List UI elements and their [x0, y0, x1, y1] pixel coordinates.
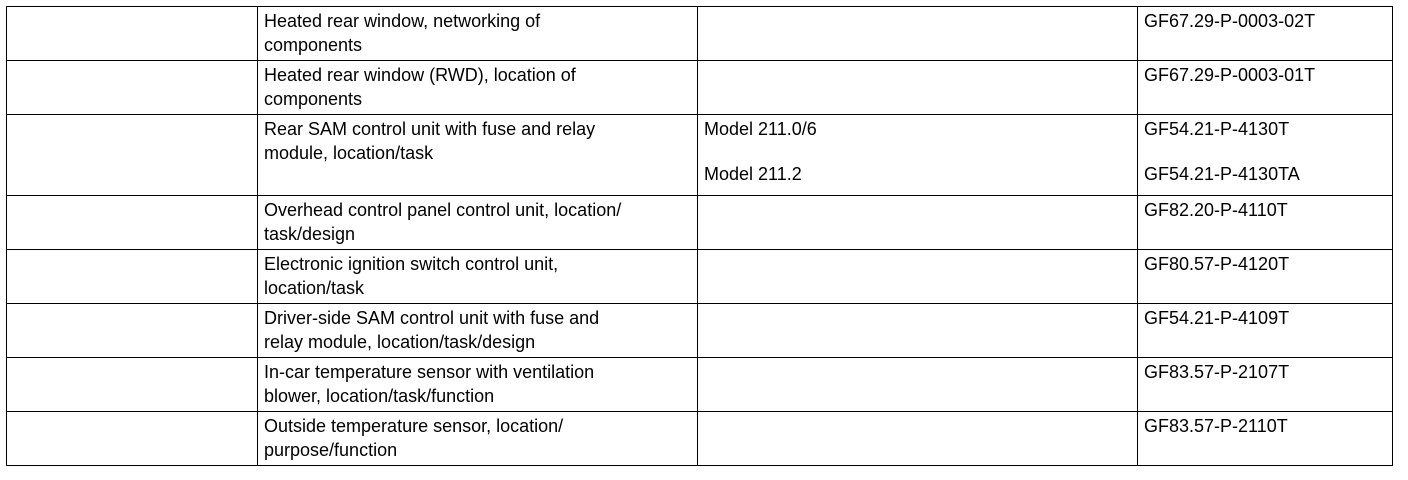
- table-row: Overhead control panel control unit, loc…: [6, 195, 1393, 250]
- table-row: Electronic ignition switch control unit,…: [6, 249, 1393, 304]
- table-row: Outside temperature sensor, location/ pu…: [6, 411, 1393, 466]
- model-cell: [697, 249, 1138, 304]
- reference-cell: GF54.21-P-4130T GF54.21-P-4130TA: [1137, 114, 1393, 196]
- description-line: components: [264, 89, 363, 109]
- description-cell: Heated rear window, networking of compon…: [257, 6, 698, 61]
- reference-code: GF67.29-P-0003-02T: [1144, 11, 1316, 31]
- description-cell: Driver-side SAM control unit with fuse a…: [257, 303, 698, 358]
- model-cell: [697, 6, 1138, 61]
- blank-cell: [6, 6, 258, 61]
- description-cell: In-car temperature sensor with ventilati…: [257, 357, 698, 412]
- table-row: Heated rear window (RWD), location of co…: [6, 60, 1393, 115]
- model-cell: [697, 195, 1138, 250]
- description-cell: Overhead control panel control unit, loc…: [257, 195, 698, 250]
- reference-code: GF54.21-P-4130TA: [1144, 164, 1300, 184]
- description-line: Heated rear window (RWD), location of: [264, 65, 576, 85]
- model-label: Model 211.2: [704, 164, 802, 184]
- reference-code: GF82.20-P-4110T: [1144, 200, 1288, 220]
- table-row: In-car temperature sensor with ventilati…: [6, 357, 1393, 412]
- reference-cell: GF67.29-P-0003-01T: [1137, 60, 1393, 115]
- reference-cell: GF82.20-P-4110T: [1137, 195, 1393, 250]
- document-reference-table: Heated rear window, networking of compon…: [6, 6, 1393, 466]
- description-line: task/design: [264, 224, 356, 244]
- model-cell: [697, 357, 1138, 412]
- description-cell: Heated rear window (RWD), location of co…: [257, 60, 698, 115]
- reference-cell: GF67.29-P-0003-02T: [1137, 6, 1393, 61]
- description-line: module, location/task: [264, 143, 434, 163]
- table-row: Rear SAM control unit with fuse and rela…: [6, 114, 1393, 196]
- model-cell: [697, 303, 1138, 358]
- model-cell: Model 211.0/6 Model 211.2: [697, 114, 1138, 196]
- description-line: Heated rear window, networking of: [264, 11, 541, 31]
- reference-code: GF80.57-P-4120T: [1144, 254, 1290, 274]
- description-line: blower, location/task/function: [264, 386, 495, 406]
- blank-cell: [6, 249, 258, 304]
- description-line: Outside temperature sensor, location/: [264, 416, 564, 436]
- reference-code: GF67.29-P-0003-01T: [1144, 65, 1316, 85]
- model-label: Model 211.0/6: [704, 119, 817, 139]
- reference-cell: GF54.21-P-4109T: [1137, 303, 1393, 358]
- blank-cell: [6, 195, 258, 250]
- reference-code: GF54.21-P-4130T: [1144, 119, 1290, 139]
- blank-cell: [6, 60, 258, 115]
- description-line: location/task: [264, 278, 365, 298]
- table-row: Heated rear window, networking of compon…: [6, 6, 1393, 61]
- reference-cell: GF80.57-P-4120T: [1137, 249, 1393, 304]
- blank-cell: [6, 411, 258, 466]
- blank-cell: [6, 114, 258, 196]
- description-line: In-car temperature sensor with ventilati…: [264, 362, 595, 382]
- blank-cell: [6, 303, 258, 358]
- reference-code: GF83.57-P-2110T: [1144, 416, 1288, 436]
- reference-code: GF54.21-P-4109T: [1144, 308, 1290, 328]
- reference-cell: GF83.57-P-2107T: [1137, 357, 1393, 412]
- description-line: Overhead control panel control unit, loc…: [264, 200, 622, 220]
- description-line: components: [264, 35, 363, 55]
- description-cell: Electronic ignition switch control unit,…: [257, 249, 698, 304]
- table-row: Driver-side SAM control unit with fuse a…: [6, 303, 1393, 358]
- reference-cell: GF83.57-P-2110T: [1137, 411, 1393, 466]
- description-line: Electronic ignition switch control unit,: [264, 254, 559, 274]
- description-line: purpose/function: [264, 440, 398, 460]
- description-cell: Rear SAM control unit with fuse and rela…: [257, 114, 698, 196]
- model-cell: [697, 411, 1138, 466]
- model-cell: [697, 60, 1138, 115]
- reference-code: GF83.57-P-2107T: [1144, 362, 1290, 382]
- description-line: Rear SAM control unit with fuse and rela…: [264, 119, 596, 139]
- description-line: relay module, location/task/design: [264, 332, 536, 352]
- description-cell: Outside temperature sensor, location/ pu…: [257, 411, 698, 466]
- blank-cell: [6, 357, 258, 412]
- description-line: Driver-side SAM control unit with fuse a…: [264, 308, 600, 328]
